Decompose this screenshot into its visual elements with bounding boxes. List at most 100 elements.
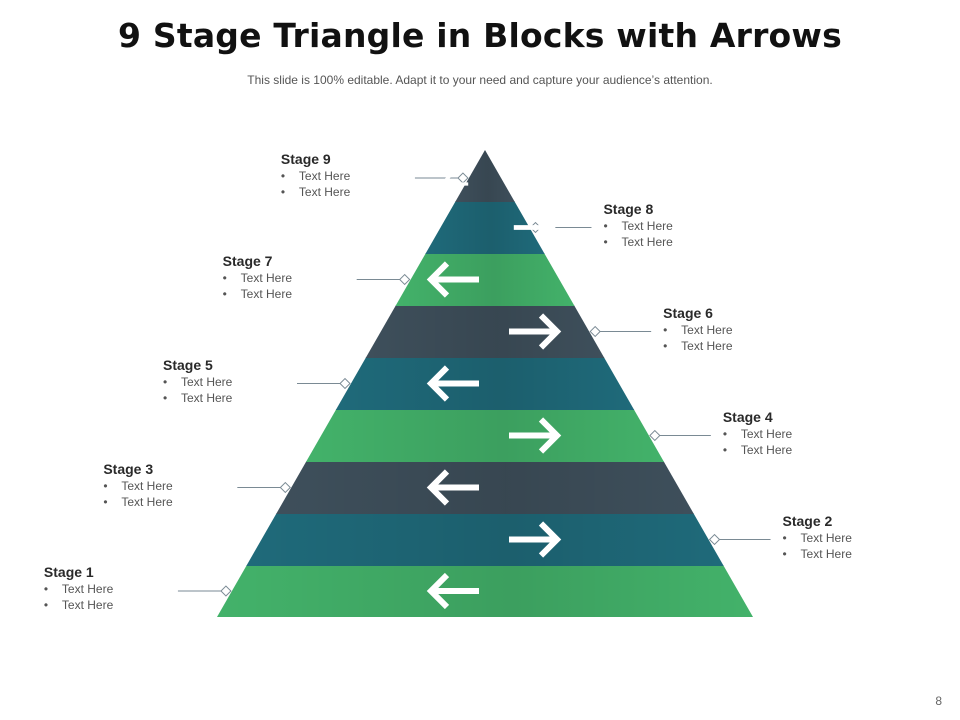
page-number: 8 (935, 694, 942, 708)
stage-bullet: • Text Here (783, 530, 943, 546)
stage-bullet: • Text Here (603, 234, 763, 250)
bullet-dot-icon: • (722, 442, 728, 457)
stage-9-arrow-icon (439, 174, 469, 194)
stage-3-arrow-icon (426, 469, 479, 506)
stage-bullet-list: •Text Here•Text Here (723, 426, 883, 458)
stage-4-arrow-icon (509, 417, 562, 454)
stage-bullet: • Text Here (281, 184, 441, 200)
stage-bullet-text: Text Here (181, 390, 233, 405)
stage-bullet-list: • Text Here • Text Here (281, 168, 441, 200)
stage-connectors (177, 172, 771, 597)
stage-5-arrow-icon (426, 365, 479, 402)
stage-bullet-text: Text Here (800, 530, 852, 545)
stage-5-band-shade (335, 357, 635, 410)
stage-4-band-shade (305, 409, 665, 462)
stage-title: Stage 2 (782, 512, 833, 529)
stage-3-connector (237, 481, 291, 494)
stage-5-connector (297, 377, 351, 390)
bullet-dot-icon: • (222, 286, 227, 301)
stage-arrows (426, 174, 562, 610)
stage-3-band-shade (276, 461, 694, 514)
stage-6-connector (589, 325, 652, 338)
stage-bullet-text: Text Here (121, 478, 173, 493)
stage-2-label: Stage 2•Text Here•Text Here (783, 512, 943, 562)
stage-bullet-list: •Text Here•Text Here (103, 478, 263, 510)
stage-1-band-shade (217, 565, 753, 617)
stage-bullet: •Text Here (163, 374, 323, 390)
stage-2-connector (708, 533, 771, 546)
stage-5-label: Stage 5•Text Here•Text Here (163, 356, 323, 406)
stage-bullet: • Text Here (163, 390, 323, 406)
stage-bullet-list: • Text Here • Text Here (783, 530, 943, 562)
stage-1-label: Stage 1•Text Here•Text Here (44, 563, 204, 613)
stage-bullet: • Text Here (723, 442, 883, 458)
stage-bullet: • Text Here (663, 338, 823, 354)
stage-2-arrow-icon (509, 521, 562, 558)
stage-title: Stage 8 (603, 200, 654, 217)
stage-bullet-list: •Text Here•Text Here (163, 374, 323, 406)
stage-7-label: Stage 7•Text Here•Text Here (223, 252, 383, 302)
stage-bullet-text: Text Here (298, 185, 351, 199)
stage-8-label: Stage 8•Text Here•Text Here (603, 200, 763, 250)
stage-bullet: • Text Here (103, 494, 263, 510)
stage-bullet-text: Text Here (240, 270, 293, 285)
stage-4-connector (649, 429, 711, 442)
stage-bullet-list: • Text Here • Text Here (223, 270, 383, 302)
slide-subtitle: This slide is 100% editable. Adapt it to… (247, 73, 713, 87)
stage-bullet: • Text Here (223, 286, 383, 302)
stage-6-arrow-icon (509, 313, 562, 350)
stage-bullet: •Text Here (103, 478, 263, 494)
bullet-dot-icon: • (782, 546, 787, 561)
stage-7-arrow-icon (426, 261, 479, 298)
stage-bullet-text: Text Here (121, 494, 173, 509)
stage-3-label: Stage 3•Text Here•Text Here (103, 460, 263, 510)
slide-title: 9 Stage Triangle in Blocks with Arrows (118, 16, 842, 55)
stage-9-connector (414, 172, 469, 184)
stage-bullet-list: • Text Here • Text Here (663, 322, 823, 354)
stage-bullet-text: Text Here (800, 546, 852, 561)
bullet-dot-icon: • (280, 169, 286, 183)
bullet-dot-icon: • (782, 530, 787, 545)
stage-bullet-text: Text Here (621, 218, 673, 233)
stage-bullet-text: Text Here (61, 582, 114, 596)
bullet-dot-icon: • (163, 390, 168, 405)
bullet-dot-icon: • (603, 234, 608, 249)
stage-7-band-shade (395, 253, 575, 306)
stage-bullet: •Text Here (723, 426, 883, 442)
stage-7-connector (356, 273, 411, 286)
stage-9-band-shade (455, 150, 515, 202)
stage-bullet-text: Text Here (298, 169, 351, 183)
stage-bullet: • Text Here (223, 270, 383, 286)
stage-1-connector (177, 585, 232, 597)
stage-2-band-shade (246, 513, 724, 566)
stage-bullet-text: Text Here (240, 286, 293, 301)
bullet-dot-icon: • (163, 374, 168, 389)
stage-title: Stage 9 (280, 151, 331, 167)
stage-bullet-text: Text Here (61, 598, 114, 612)
stage-6-band-shade (365, 305, 605, 358)
bullet-dot-icon: • (103, 494, 108, 509)
stage-1-arrow-icon (426, 572, 479, 610)
bullet-dot-icon: • (43, 582, 49, 596)
bullet-dot-icon: • (222, 270, 227, 285)
stage-bullet-text: Text Here (681, 338, 733, 353)
bullet-dot-icon: • (663, 322, 668, 337)
stage-title: Stage 5 (163, 356, 213, 373)
stage-4-label: Stage 4•Text Here•Text Here (723, 408, 883, 458)
bullet-dot-icon: • (43, 598, 49, 612)
stage-6-label: Stage 6•Text Here•Text Here (663, 304, 823, 354)
stage-bullet-text: Text Here (740, 426, 793, 441)
stage-9-label: Stage 9 • Text Here • Text Here (281, 150, 441, 200)
stage-title: Stage 6 (663, 304, 713, 321)
stage-bullet: • Text Here (783, 546, 943, 562)
stage-bullet-text: Text Here (740, 442, 793, 457)
bullet-dot-icon: • (603, 218, 608, 233)
bullet-dot-icon: • (280, 185, 286, 199)
stage-bullet-text: Text Here (681, 322, 733, 337)
stage-bullet: • Text Here (603, 218, 763, 234)
stage-bullet-text: Text Here (621, 234, 673, 249)
stage-bullet: • Text Here (44, 581, 204, 597)
stage-bullet: • Text Here (663, 322, 823, 338)
bullet-dot-icon: • (663, 338, 668, 353)
